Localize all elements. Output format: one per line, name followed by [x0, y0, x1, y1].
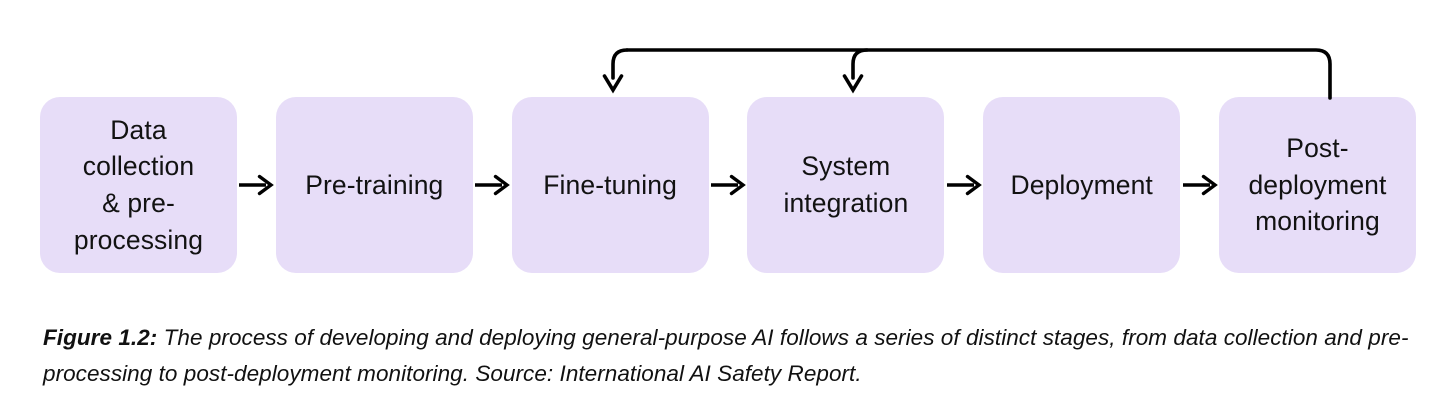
stage-label: Fine-tuning	[543, 169, 677, 200]
caption-text: The process of developing and deploying …	[43, 325, 1409, 387]
stage-label: Pre-training	[305, 169, 444, 200]
flow-arrow-3	[709, 97, 748, 273]
caption-prefix: Figure 1.2:	[43, 325, 158, 350]
stage-box-post-deployment-monitoring[interactable]: Post- deployment monitoring	[1218, 97, 1416, 273]
feedback-branch-fine-tuning	[611, 48, 629, 80]
stage-box-data-collection-preprocessing[interactable]: Data collection & pre- processing	[40, 97, 237, 273]
stage-label: Data collection & pre- processing	[73, 114, 204, 255]
feedback-arrowhead-system-integration	[842, 74, 864, 94]
stage-box-system-integration[interactable]: System integration	[747, 97, 945, 273]
stage-box-fine-tuning[interactable]: Fine-tuning	[511, 97, 709, 273]
feedback-trunk-line	[625, 48, 1332, 100]
feedback-branch-system-integration	[851, 48, 869, 80]
feedback-arrowhead-fine-tuning	[602, 74, 624, 94]
stage-label: Post- deployment monitoring	[1248, 133, 1387, 237]
figure-caption: Figure 1.2: The process of developing an…	[43, 320, 1418, 393]
pipeline-flow: Data collection & pre- processing Pre-tr…	[40, 97, 1416, 273]
stage-label: Deployment	[1010, 169, 1153, 200]
stage-box-deployment[interactable]: Deployment	[983, 97, 1181, 273]
flow-arrow-1	[237, 97, 276, 273]
stage-label: System integration	[783, 151, 909, 218]
flow-arrow-4	[944, 97, 983, 273]
flow-arrow-5	[1180, 97, 1219, 273]
stage-box-pre-training[interactable]: Pre-training	[275, 97, 473, 273]
flow-arrow-2	[473, 97, 512, 273]
